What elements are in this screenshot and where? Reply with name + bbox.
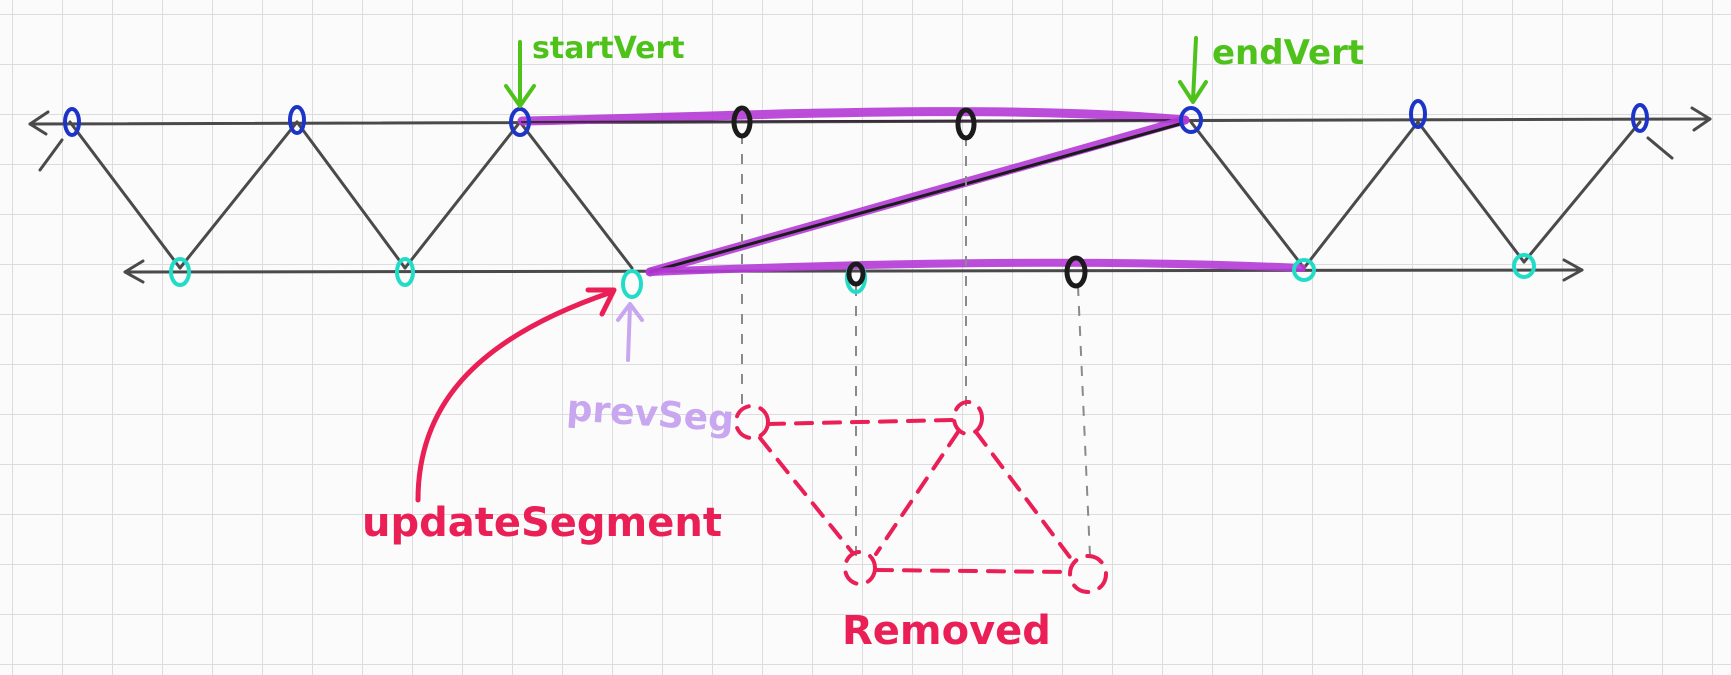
removed-vertex-ghost	[952, 400, 984, 436]
edge	[1189, 120, 1306, 270]
bottom-rail-left-arrow	[123, 259, 145, 284]
bottom-vertex	[395, 257, 415, 287]
top-rail-left-arrow	[28, 110, 50, 136]
update-segment-arrow	[415, 289, 615, 503]
removed-vertex	[1064, 255, 1088, 289]
green-arrows	[504, 36, 1208, 108]
edge	[518, 120, 634, 270]
start-vert-label: startVert	[532, 31, 685, 66]
top-vertices	[63, 99, 1649, 137]
bottom-vertex	[169, 257, 191, 287]
removed-guides	[741, 134, 1091, 560]
bottom-vertex	[1292, 258, 1316, 282]
top-vertex	[1631, 103, 1649, 133]
removed-label: Removed	[842, 608, 1051, 654]
bottom-vertices	[169, 253, 1536, 299]
bottom-vertex-prev	[621, 269, 643, 299]
end-vert-label: endVert	[1212, 33, 1364, 73]
top-vertex-end	[1179, 106, 1203, 134]
removed-edge	[874, 568, 1072, 574]
edge	[178, 120, 299, 270]
edge	[68, 120, 182, 270]
removed-edge	[974, 430, 1074, 562]
rail-lines	[28, 106, 1712, 284]
edge	[295, 120, 407, 270]
removed-top-vertices	[731, 105, 977, 141]
removed-vertex-ghost	[1068, 554, 1108, 594]
edge	[1522, 120, 1642, 264]
removed-vertex-ghost	[734, 404, 770, 440]
prev-seg-arrowhead	[616, 302, 644, 322]
update-segment-arrowhead	[585, 287, 617, 317]
update-segment-arrow-group	[415, 287, 617, 503]
top-rail-right-tail	[1646, 136, 1674, 160]
strip-edges	[68, 120, 1642, 270]
update-segment-label: updateSegment	[362, 500, 722, 546]
highlight-diagonal-core	[648, 122, 1182, 274]
top-rail-left-tail	[38, 138, 64, 172]
highlight-bottom	[646, 258, 1306, 276]
removed-vertex-ghost	[843, 550, 877, 586]
removed-vertex	[955, 107, 977, 141]
start-vert-arrowhead	[504, 84, 536, 108]
removed-bottom-vertices	[845, 255, 1088, 294]
edge	[1302, 120, 1420, 270]
removed-edge	[758, 436, 854, 554]
top-rail-right-arrow	[1690, 106, 1712, 132]
guide-line	[1077, 285, 1091, 557]
top-vertex	[63, 107, 81, 137]
edge	[403, 120, 522, 270]
removed-edge	[874, 430, 960, 556]
highlight-top-core	[521, 119, 1186, 123]
bottom-rail	[123, 268, 1584, 274]
top-vertex	[288, 105, 306, 135]
bottom-rail-right-arrow	[1562, 258, 1584, 282]
top-vertex	[509, 107, 531, 137]
removed-quad	[734, 400, 1108, 594]
highlight-segments	[517, 107, 1306, 277]
bottom-vertex	[1512, 253, 1536, 279]
top-vertex	[1409, 99, 1427, 129]
removed-vertex	[731, 105, 753, 139]
end-vert-arrow	[1191, 36, 1198, 102]
removed-vertex	[846, 261, 866, 287]
prev-seg-arrow	[626, 304, 632, 362]
removed-edge	[766, 418, 954, 426]
end-vert-arrowhead	[1178, 80, 1208, 104]
prev-seg-label: prevSeg	[565, 388, 735, 441]
edge	[1416, 120, 1526, 264]
prev-seg-arrow-group	[616, 302, 644, 362]
highlight-top	[517, 107, 1190, 126]
